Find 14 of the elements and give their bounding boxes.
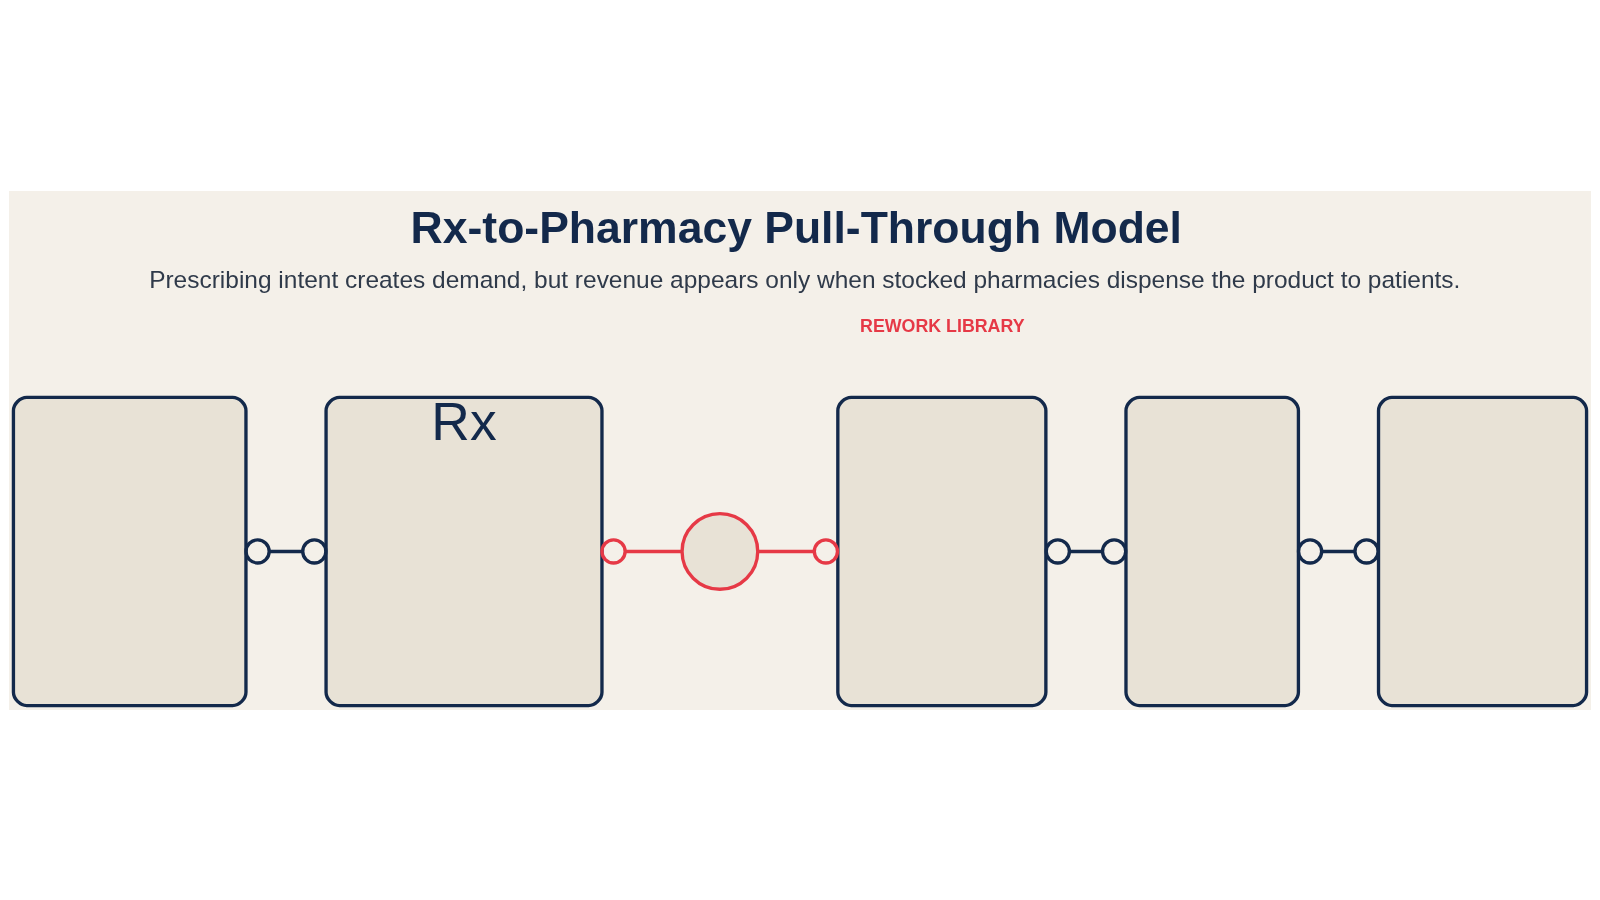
connector: [600, 537, 682, 565]
node-box: [11, 395, 248, 707]
connector: [1296, 537, 1380, 565]
node-box: [1124, 395, 1301, 707]
node-box: Rx: [324, 395, 604, 707]
connector: [244, 537, 328, 565]
node-circle: [680, 511, 760, 591]
label: REWORK LIBRARY: [860, 315, 1025, 336]
connector: [757, 537, 840, 565]
node-box: [836, 395, 1048, 707]
caption: Prescribing intent creates demand, but revenue appears only when stocked pharmacies dispense the product to patients.: [149, 265, 1461, 293]
diagram-title: Rx-to-Pharmacy Pull-Through Model: [410, 202, 1182, 252]
node-box: [1376, 395, 1589, 707]
connector: [1044, 537, 1128, 565]
